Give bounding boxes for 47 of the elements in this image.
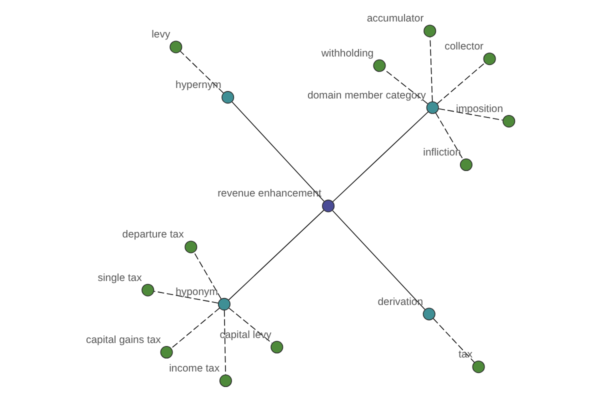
connector: [432, 318, 474, 363]
node-circle: [270, 340, 283, 354]
node-label: capital gains tax: [86, 334, 160, 346]
node-label: withholding: [320, 48, 374, 60]
node-circle: [322, 200, 334, 212]
node-label: tax: [458, 350, 472, 361]
connector: [332, 111, 428, 202]
node-circle: [472, 360, 484, 374]
connector: [434, 112, 464, 160]
node-circle: [218, 374, 232, 388]
node-circle: [502, 114, 515, 128]
node-circle: [372, 59, 386, 72]
node-circle: [221, 91, 234, 104]
connector: [384, 69, 428, 104]
node-label: departure tax: [122, 230, 184, 241]
node-label: levy: [151, 30, 170, 41]
node-label: collector: [444, 42, 484, 53]
node-circle: [426, 101, 438, 114]
node-label: infliction: [422, 147, 460, 158]
node-label: hyponym: [175, 286, 218, 298]
node-circle: [184, 240, 197, 254]
node-label: income tax: [168, 364, 220, 375]
node-circle: [169, 40, 182, 54]
node-label: domain member category: [306, 90, 426, 102]
connector: [231, 101, 324, 202]
connector: [170, 308, 220, 348]
connector: [153, 290, 218, 304]
node-circle: [217, 298, 230, 310]
node-circle: [459, 158, 472, 172]
connector: [228, 210, 324, 300]
connector: [228, 308, 272, 344]
node-circle: [160, 346, 172, 359]
node-circle: [141, 284, 154, 296]
connector: [429, 36, 432, 102]
connector: [223, 310, 226, 375]
connector: [436, 62, 485, 104]
node-circle: [423, 24, 436, 38]
node-label: accumulator: [366, 14, 424, 25]
node-label: capital levy: [219, 330, 271, 341]
node-circle: [422, 308, 435, 320]
node-label: hypernym: [175, 80, 221, 92]
connector: [193, 252, 222, 300]
connector: [332, 210, 425, 310]
node-label: imposition: [456, 104, 503, 115]
node-circle: [482, 52, 496, 66]
connector: [179, 50, 224, 94]
node-label: single tax: [97, 272, 142, 284]
